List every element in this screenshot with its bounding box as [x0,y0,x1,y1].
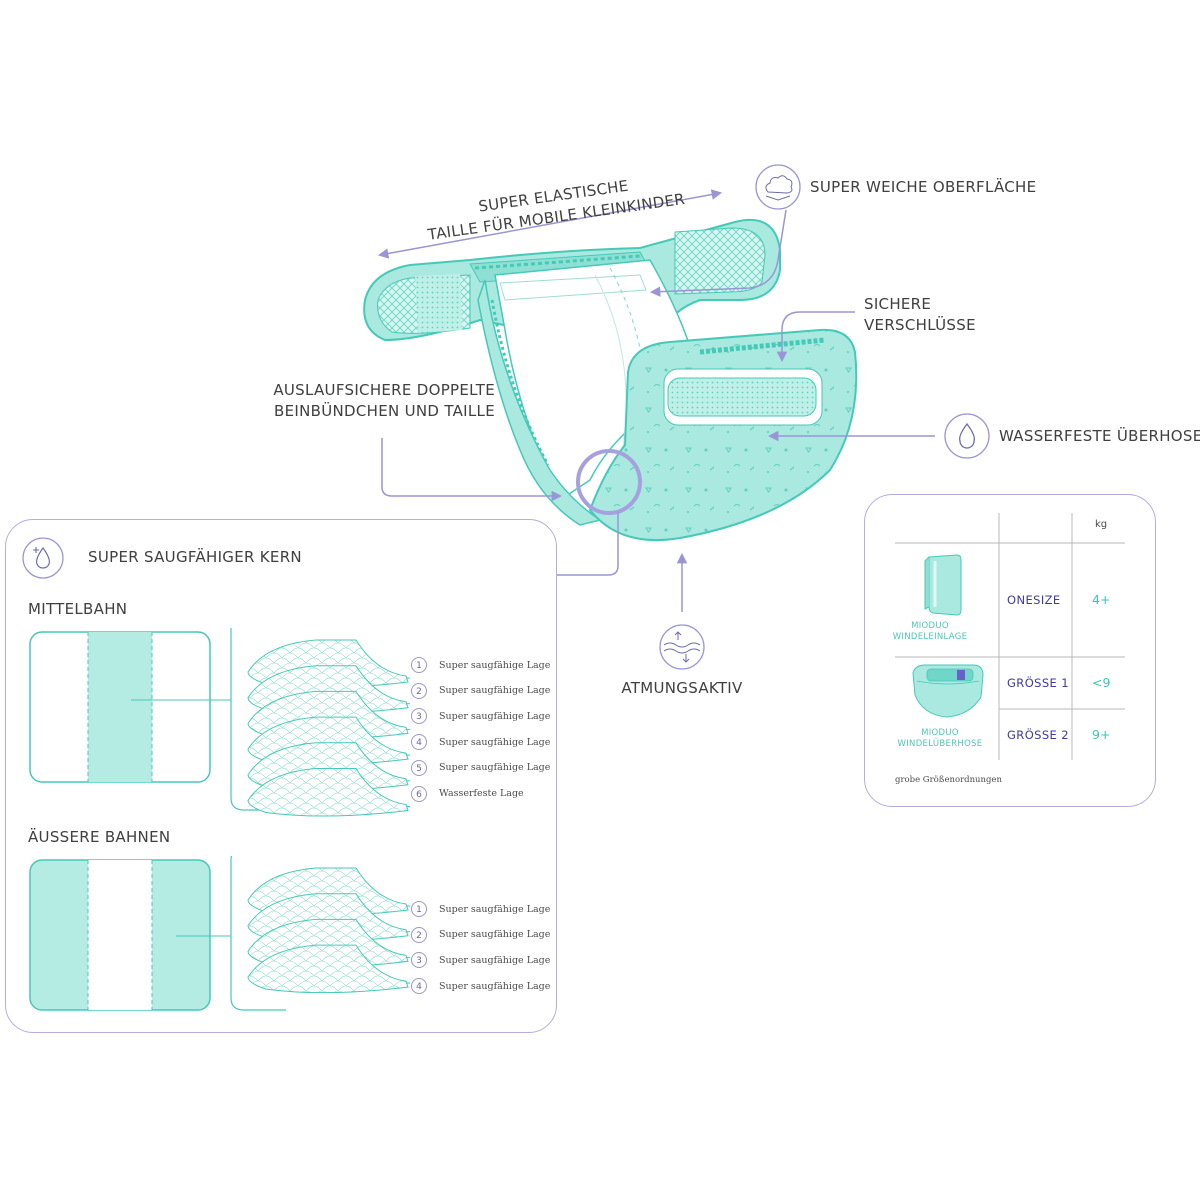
cover-product-image [912,664,984,718]
secure-closure-label: SICHERE VERSCHLÜSSE [864,295,976,334]
outer-section-title: ÄUSSERE BAHNEN [28,828,171,846]
layer-number: 4 [411,978,427,995]
waterproof-cover-label: WASSERFESTE ÜBERHOSE [999,427,1200,445]
layer-label: Super saugfähige Lage [439,929,551,941]
soft-surface-leader [649,209,787,297]
layer-sheet [247,768,410,817]
layer-number: 2 [411,682,427,699]
size-table-panel: kg MIODUO WINDELEINLAGE ONESIZE 4+ MIODU… [864,494,1156,807]
diaper-front-panel [588,328,858,542]
leg-cuff [477,279,602,526]
cover-size-2: GRÖSSE 2 [1007,728,1069,742]
cloud-icon [755,164,801,210]
outer-core-diagram [29,856,410,1011]
insert-size: ONESIZE [1007,593,1061,607]
size-note: grobe Größenordnungen [895,775,1002,785]
layer-number: 1 [411,901,427,917]
core-title: SUPER SAUGFÄHIGER KERN [88,548,302,566]
insert-product-image [924,554,962,616]
layer-number: 5 [411,759,427,776]
layer-item: 5 Super saugfähige Lage [411,759,550,777]
layer-label: Super saugfähige Lage [439,685,551,697]
layer-number: 3 [411,952,427,969]
layer-label: Super saugfähige Lage [439,762,551,774]
cover-kg-1: <9 [1092,675,1111,690]
layer-item: 4 Super saugfähige Lage [411,733,550,751]
size-table-grid [895,513,1125,760]
layer-item: 4 Super saugfähige Lage [411,977,550,995]
layer-number: 4 [411,734,427,751]
layer-item: 6 Wasserfeste Lage [411,785,524,803]
kg-header: kg [1095,519,1108,530]
layer-label: Super saugfähige Lage [439,954,551,966]
layer-label: Super saugfähige Lage [439,736,551,748]
layer-item: 2 Super saugfähige Lage [411,926,550,944]
breathable-label: ATMUNGSAKTIV [621,679,743,697]
layer-item: 1 Super saugfähige Lage [411,656,550,674]
cover-product-name: MIODUO WINDELÜBERHOSE [897,728,983,749]
layer-label: Super saugfähige Lage [439,659,551,671]
secure-closure-leader [776,311,855,363]
magnifier-circle [576,449,642,515]
cover-kg-2: 9+ [1092,727,1111,742]
layer-label: Super saugfähige Lage [439,903,551,915]
soft-surface-label: SUPER WEICHE OBERFLÄCHE [810,178,1037,196]
leak-proof-label: AUSLAUFSICHERE DOPPELTE BEINBÜNDCHEN UND… [273,381,495,420]
layer-item: 1 Super saugfähige Lage [411,900,550,918]
airflow-icon [659,624,705,670]
core-leader [556,512,619,576]
layer-item: 3 Super saugfähige Lage [411,951,550,969]
layer-sheet [247,944,410,994]
layer-number: 1 [411,657,427,673]
layer-label: Wasserfeste Lage [439,788,524,799]
middle-core-diagram [29,628,410,817]
layer-item: 3 Super saugfähige Lage [411,707,550,725]
elastic-waist-arrow [377,189,723,259]
diaper-inner-pad [494,259,701,502]
layer-number: 6 [411,785,427,802]
leak-proof-leader [381,438,563,502]
layer-item: 2 Super saugfähige Lage [411,682,550,700]
water-drop-icon [944,413,990,459]
layer-label: Super saugfähige Lage [439,980,551,992]
layer-number: 3 [411,708,427,725]
layer-label: Super saugfähige Lage [439,710,551,722]
absorb-icon [22,537,64,579]
insert-kg: 4+ [1092,592,1111,607]
cover-size-1: GRÖSSE 1 [1007,676,1069,690]
layer-number: 2 [411,926,427,943]
insert-product-name: MIODUO WINDELEINLAGE [892,621,968,642]
middle-section-title: MITTELBAHN [28,600,128,618]
